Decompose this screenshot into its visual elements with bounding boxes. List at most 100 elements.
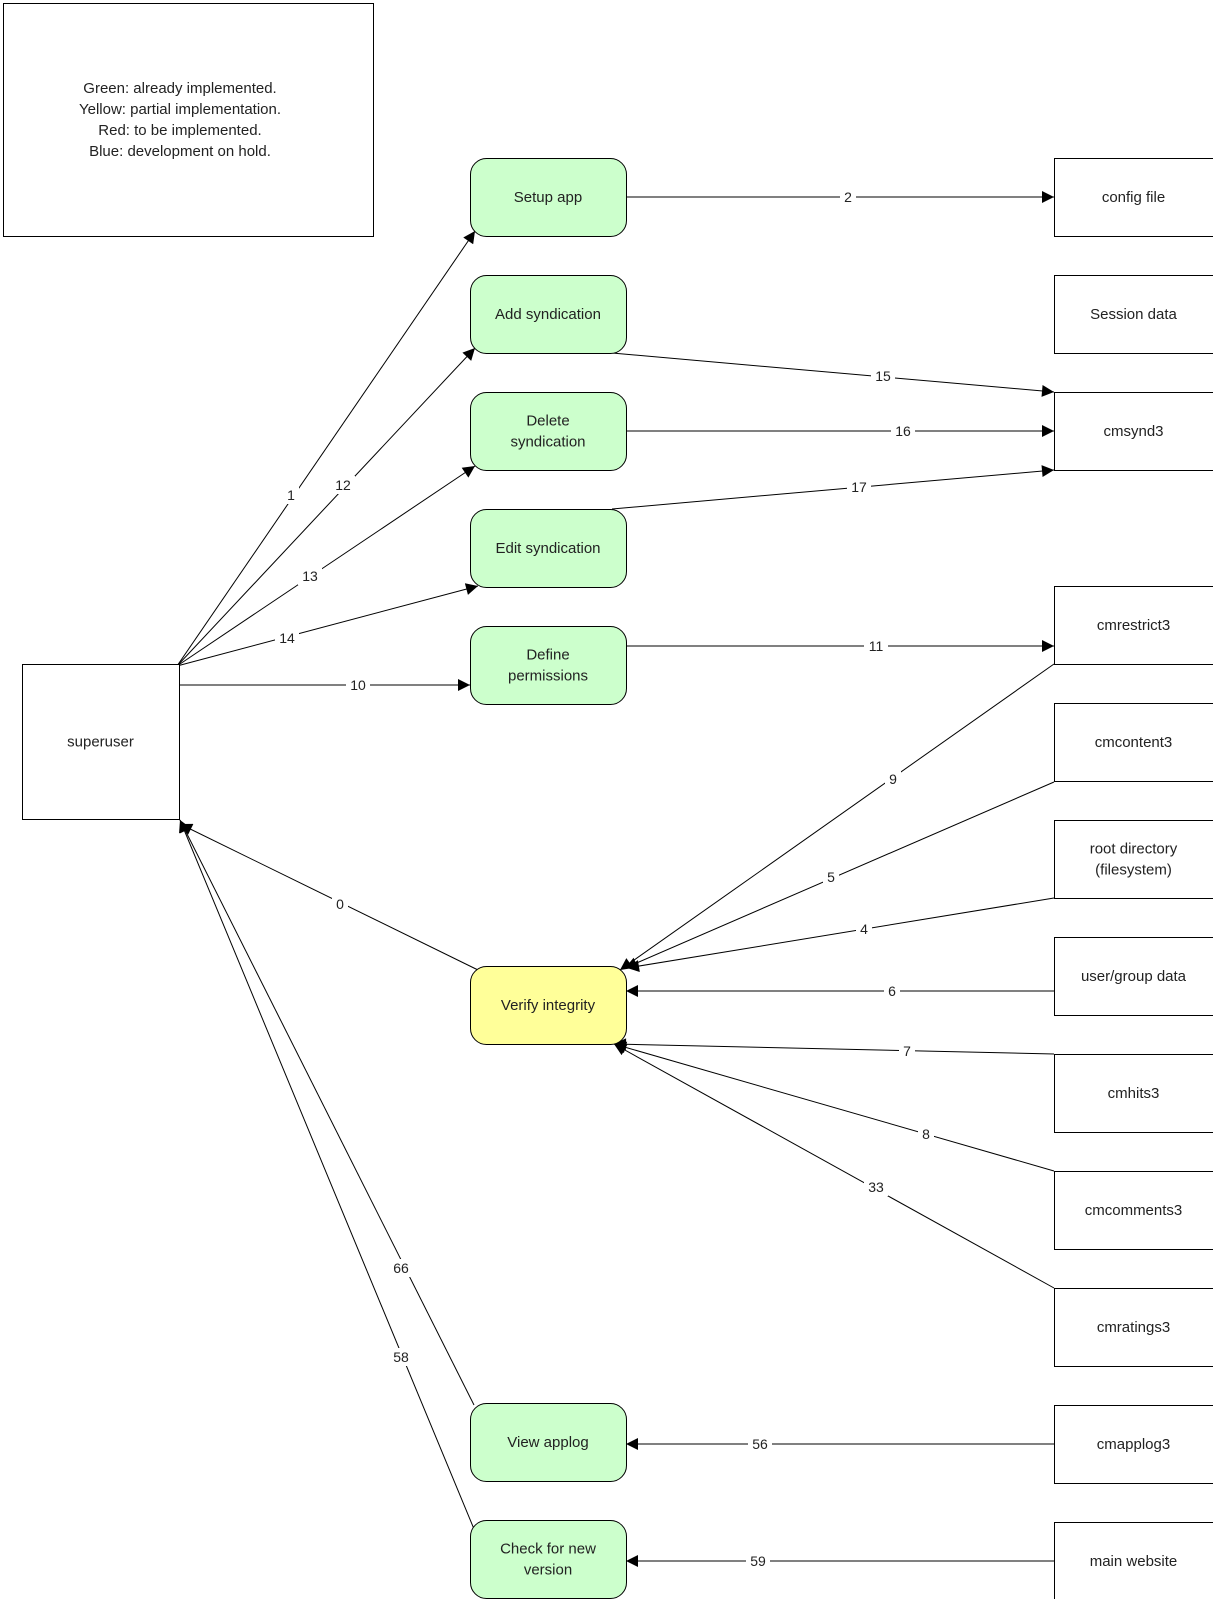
legend-line-yellow: Yellow: partial implementation. (79, 101, 281, 118)
edge-59: 59 (626, 1552, 1054, 1570)
edge-line (626, 897, 1055, 972)
legend-box: Green: already implemented. Yellow: part… (3, 3, 374, 237)
store-cmapplog3-label: cmapplog3 (1097, 1436, 1170, 1453)
edge-11: 11 (626, 637, 1054, 655)
edge-17: 17 (611, 465, 1055, 510)
process-viewlog: View applog (470, 1403, 627, 1482)
edge-9: 9 (619, 663, 1055, 971)
edge-line (176, 583, 479, 667)
edge-12: 12 (176, 347, 476, 667)
edge-line (613, 1041, 1055, 1172)
store-usergroup: user/group data (1054, 937, 1213, 1016)
edge-line (176, 465, 476, 667)
edge-line (176, 347, 476, 667)
edge-line (179, 819, 475, 1530)
actor-superuser-shape (22, 664, 180, 820)
edge-label: 11 (869, 638, 884, 654)
store-cmcontent3-shape (1054, 703, 1213, 782)
edge-line (619, 663, 1055, 971)
process-verify-shape (470, 966, 627, 1045)
process-editsyn: Edit syndication (470, 509, 627, 588)
store-mainweb: main website (1054, 1522, 1213, 1599)
store-session-shape (1054, 275, 1213, 354)
edge-label: 6 (888, 983, 896, 999)
process-verify: Verify integrity (470, 966, 627, 1045)
process-viewlog-shape (470, 1403, 627, 1482)
store-cmratings3-label: cmratings3 (1097, 1319, 1170, 1336)
edge-1: 1 (176, 230, 476, 667)
edge-label: 9 (889, 771, 897, 787)
edge-label-bg (389, 1348, 413, 1366)
store-rootdir-label: (filesystem) (1095, 862, 1172, 879)
process-editsyn-label: Edit syndication (495, 540, 600, 557)
edge-0: 0 (179, 823, 479, 971)
edge-line (179, 823, 479, 971)
edge-label-bg (856, 920, 872, 938)
edge-label-bg (748, 1435, 772, 1453)
process-delsyn-label: Delete (526, 413, 569, 430)
legend-line-red: Red: to be implemented. (98, 122, 261, 139)
edge-label-bg (746, 1552, 770, 1570)
process-defperm-label: Define (526, 647, 569, 664)
store-cmsynd3-shape (1054, 392, 1213, 471)
edge-label: 10 (350, 677, 366, 693)
store-cmapplog3: cmapplog3 (1054, 1405, 1213, 1484)
store-cmhits3-label: cmhits3 (1108, 1085, 1160, 1102)
edge-label-bg (847, 478, 871, 496)
edge-8: 8 (613, 1041, 1055, 1172)
edge-label: 4 (860, 921, 868, 937)
edge-13: 13 (176, 465, 476, 667)
edge-label: 1 (287, 487, 295, 503)
store-config-shape (1054, 158, 1213, 237)
edge-label-bg (823, 868, 839, 886)
store-cmapplog3-shape (1054, 1405, 1213, 1484)
store-mainweb-label: main website (1090, 1553, 1178, 1570)
edge-4: 4 (626, 897, 1055, 972)
legend-line-green: Green: already implemented. (83, 80, 276, 97)
process-verify-label: Verify integrity (501, 997, 596, 1014)
process-addsyn: Add syndication (470, 275, 627, 354)
store-rootdir-shape (1054, 820, 1213, 899)
edge-label-bg (864, 637, 888, 655)
edge-label: 7 (903, 1043, 911, 1059)
process-addsyn-shape (470, 275, 627, 354)
edge-58: 58 (179, 819, 475, 1530)
store-cmcontent3-label: cmcontent3 (1095, 734, 1173, 751)
process-addsyn-label: Add syndication (495, 306, 601, 323)
process-delsyn-shape (470, 392, 627, 471)
edge-label-bg (389, 1259, 413, 1277)
edge-16: 16 (626, 422, 1054, 440)
store-rootdir-label: root directory (1090, 841, 1178, 858)
edge-label-bg (298, 567, 322, 585)
process-checkver-label: Check for new (500, 1541, 596, 1558)
store-cmsynd3-label: cmsynd3 (1103, 423, 1163, 440)
edge-label: 59 (750, 1553, 766, 1569)
edge-label: 13 (302, 568, 318, 584)
edge-label-bg (899, 1042, 915, 1060)
process-setup-shape (470, 158, 627, 237)
process-editsyn-shape (470, 509, 627, 588)
edge-label: 2 (844, 189, 852, 205)
edge-label: 5 (827, 869, 835, 885)
store-config: config file (1054, 158, 1213, 237)
edge-label: 0 (336, 896, 344, 912)
edge-label-bg (331, 476, 355, 494)
edge-label-bg (885, 770, 901, 788)
edge-6: 6 (626, 982, 1054, 1000)
store-mainweb-shape (1054, 1522, 1213, 1599)
edge-label: 15 (875, 368, 891, 384)
edge-5: 5 (624, 781, 1055, 969)
edge-label-bg (275, 629, 299, 647)
edge-label-bg (332, 895, 348, 913)
store-session-label: Session data (1090, 306, 1177, 323)
edge-label: 16 (895, 423, 911, 439)
store-cmsynd3: cmsynd3 (1054, 392, 1213, 471)
edge-label: 33 (868, 1179, 884, 1195)
edge-line (613, 1038, 1055, 1055)
process-delsyn-label: syndication (510, 434, 585, 451)
edge-line (176, 230, 476, 667)
store-cmrestrict3-shape (1054, 586, 1213, 665)
edge-label-bg (840, 188, 856, 206)
